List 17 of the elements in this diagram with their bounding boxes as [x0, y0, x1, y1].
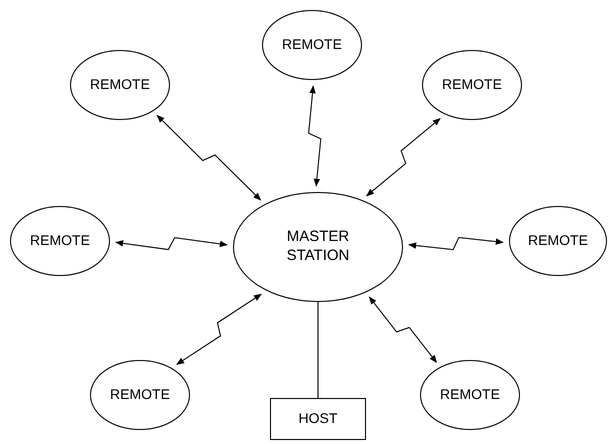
link-arrow — [408, 236, 504, 250]
node-label: MASTER STATION — [286, 228, 350, 266]
link-arrow — [176, 294, 262, 365]
link-arrow — [115, 237, 228, 250]
node-label: REMOTE — [442, 76, 502, 94]
node-label: REMOTE — [30, 232, 90, 250]
host-box — [270, 398, 366, 440]
link-arrow — [366, 118, 441, 196]
node-label: HOST — [298, 410, 338, 428]
node-label: REMOTE — [528, 232, 588, 250]
node-label: REMOTE — [110, 386, 170, 404]
link-arrow — [156, 114, 262, 201]
node-label: REMOTE — [90, 76, 150, 94]
link-arrow — [368, 296, 438, 364]
node-label: REMOTE — [282, 36, 342, 54]
node-label: REMOTE — [440, 386, 500, 404]
link-arrow — [308, 85, 322, 187]
